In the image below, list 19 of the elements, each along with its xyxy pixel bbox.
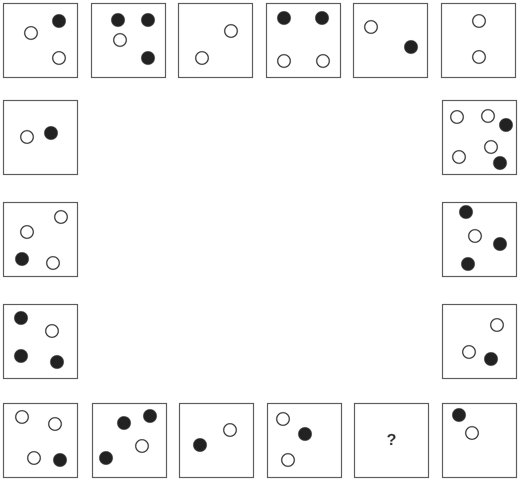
pattern-panel [3,403,78,478]
pattern-panel [266,3,341,78]
pattern-panel [442,403,517,478]
question-mark: ? [386,432,396,450]
pattern-panel [91,3,166,78]
pattern-panel [178,3,253,78]
pattern-panel [353,3,428,78]
pattern-panel [441,3,516,78]
pattern-panel [267,403,342,478]
pattern-panel [3,202,78,277]
pattern-panel [3,100,78,175]
pattern-panel [179,403,254,478]
pattern-panel [3,304,78,379]
pattern-panel [442,202,517,277]
question-panel [354,403,429,478]
pattern-panel [3,3,78,78]
pattern-panel [442,100,517,175]
pattern-panel [442,304,517,379]
pattern-panel [92,403,167,478]
